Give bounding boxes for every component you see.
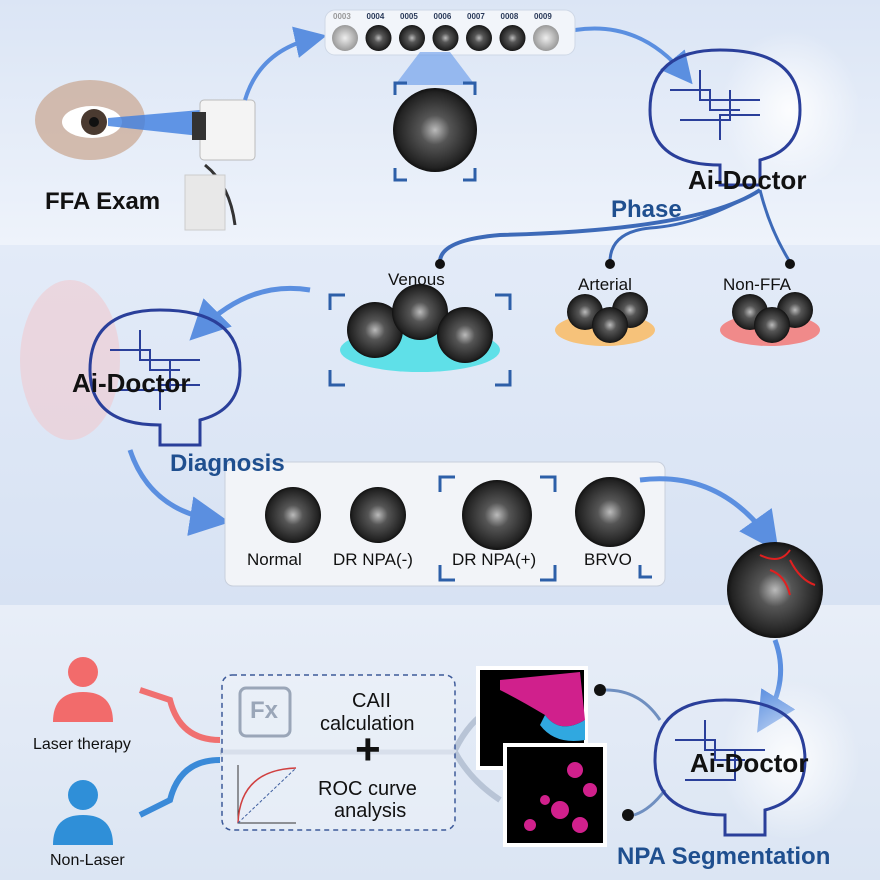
arrow-to-npa <box>639 476 779 553</box>
phase-non-ffa-label: Non-FFA <box>723 275 792 294</box>
frame-number: 0008 <box>500 12 519 21</box>
arrow-exam-to-frames <box>243 26 327 101</box>
diagnosis-panel <box>224 461 666 587</box>
frame-number: 0009 <box>534 12 552 21</box>
fx-text: Fx <box>250 697 279 724</box>
arrow-ai-to-diagnosis <box>127 449 230 536</box>
frame-thumbnail <box>533 25 559 51</box>
selected-frame-fundus <box>393 88 477 172</box>
frame-thumbnail <box>432 25 459 51</box>
diagnosis-dr-npa-negative: DR NPA(-) <box>333 550 413 569</box>
brain-circuit-icon-middle <box>20 280 242 447</box>
eye-illustration <box>35 80 200 160</box>
laser-therapy-person-icon <box>53 657 113 722</box>
brain-circuit-icon-bottom <box>653 680 860 840</box>
diagnosis-dr-npa-positive: DR NPA(+) <box>452 550 537 569</box>
non-laser-label: Non-Laser <box>50 852 125 869</box>
frame-number: 0007 <box>467 12 485 21</box>
npa-segmentation-label: NPA Segmentation <box>617 843 831 870</box>
npa-mask-2 <box>503 743 607 847</box>
ai-doctor-label-bottom: Ai-Doctor <box>690 748 809 778</box>
diagnosis-label: Diagnosis <box>170 450 285 477</box>
non-ffa-platform <box>720 292 820 346</box>
frame-number: 0005 <box>400 12 418 21</box>
ffa-exam-label: FFA Exam <box>45 188 161 215</box>
branch-arterial <box>608 188 761 263</box>
laser-therapy-label: Laser therapy <box>33 736 131 753</box>
ffa-camera-device-icon <box>184 99 256 231</box>
non-laser-person-icon <box>53 780 113 845</box>
frame-number: 0004 <box>366 12 385 21</box>
ai-doctor-label-top: Ai-Doctor <box>688 165 807 195</box>
frame-thumbnail <box>399 25 425 51</box>
analysis-box <box>221 674 456 831</box>
phase-venous-label: Venous <box>388 270 445 289</box>
arrow-to-non-laser <box>138 757 221 818</box>
phase-label: Phase <box>611 196 682 223</box>
frame-number: 0003 <box>333 12 351 21</box>
caii-label: CAII <box>352 690 391 712</box>
diagnosis-brvo: BRVO <box>584 550 632 569</box>
arterial-platform <box>555 292 655 346</box>
frame-thumbnail <box>365 25 392 51</box>
branch-non-ffa <box>758 189 792 263</box>
brain-circuit-icon-top <box>648 30 860 190</box>
arrow-to-laser <box>139 687 221 743</box>
frame-number: 0006 <box>433 12 452 21</box>
roc-curve-icon <box>237 765 297 824</box>
focus-brackets <box>393 81 477 182</box>
fx-icon <box>238 686 292 738</box>
venous-platform <box>328 284 512 387</box>
phase-arterial-label: Arterial <box>578 275 632 294</box>
roc-curve-label: ROC curve <box>318 778 417 800</box>
frame-thumbnail <box>332 25 358 51</box>
diagnosis-normal: Normal <box>247 550 302 569</box>
calculation-label: calculation <box>320 713 415 735</box>
frame-thumbnail <box>499 25 526 51</box>
plus-icon: + <box>355 725 381 774</box>
frame-thumbnail <box>466 25 492 51</box>
analysis-label: analysis <box>334 800 407 822</box>
npa-fundus <box>727 542 823 638</box>
ai-doctor-label-middle: Ai-Doctor <box>72 368 191 398</box>
arrow-frames-to-ai <box>574 26 693 85</box>
